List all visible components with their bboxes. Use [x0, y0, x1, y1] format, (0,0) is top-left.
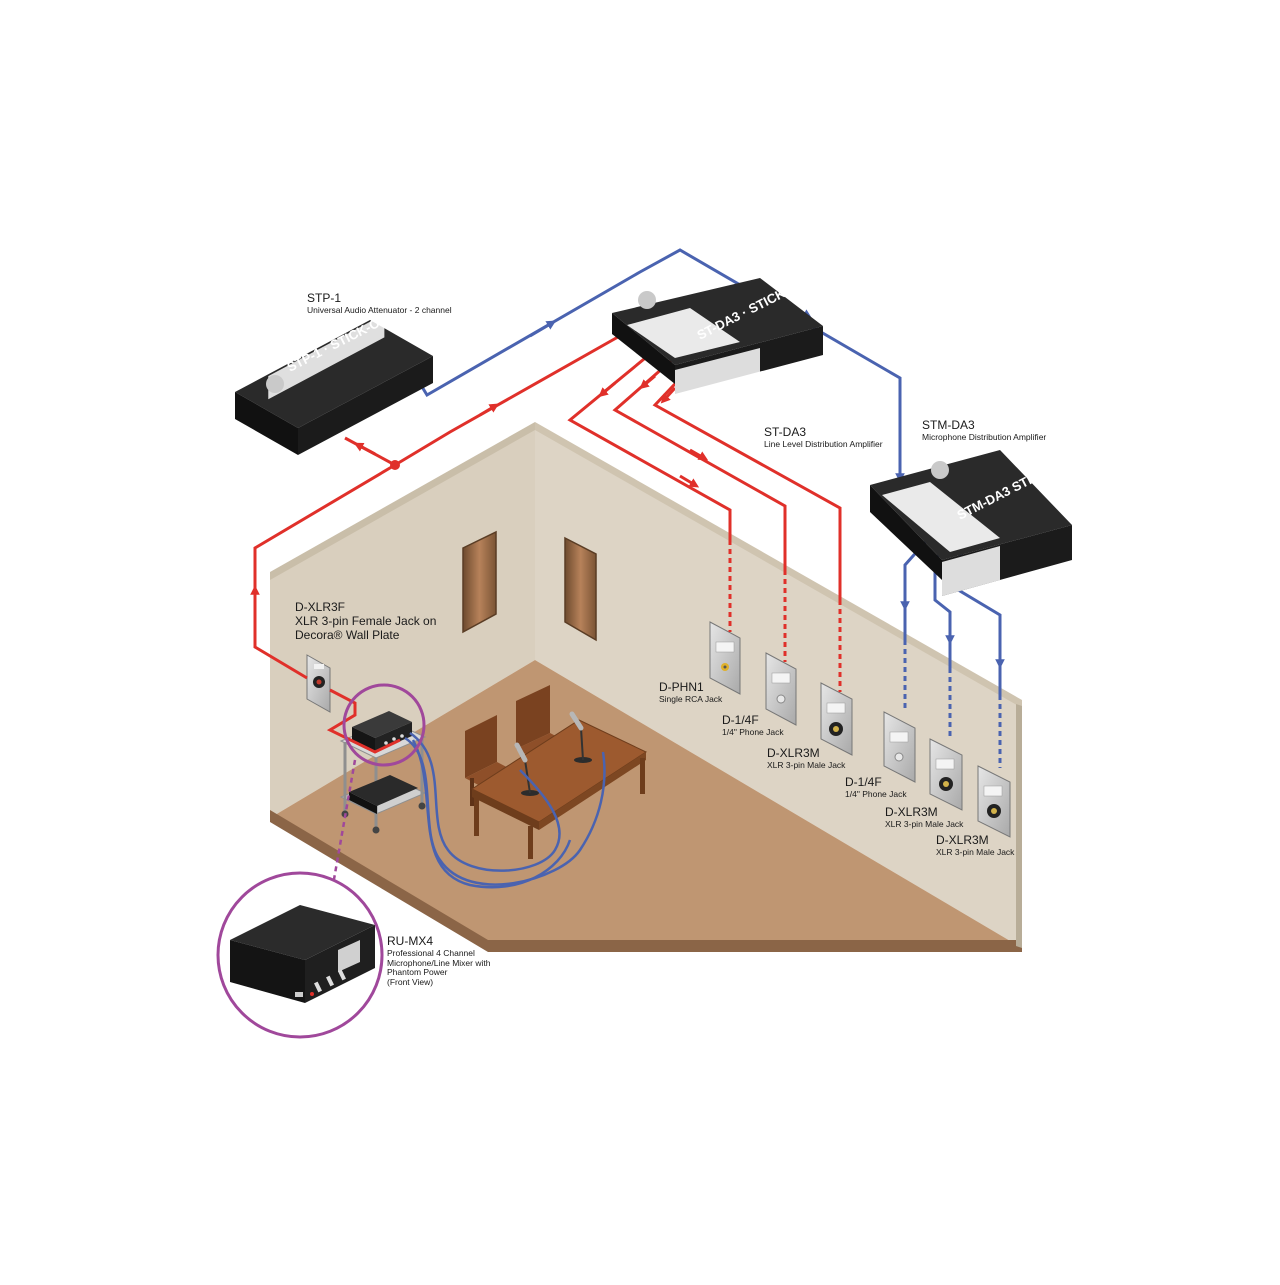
rumx4-description-line: (Front View)	[387, 977, 434, 988]
dxlr3m-a-model: D-XLR3M	[767, 746, 820, 760]
label-dxlr3m-b: D-XLR3M XLR 3-pin Male Jack	[885, 805, 964, 830]
signal-junction-dot	[390, 460, 400, 470]
dxlr3f-description-line: XLR 3-pin Female Jack on	[295, 613, 437, 628]
table-leg	[474, 796, 479, 836]
line-level-dashed-drops	[728, 540, 842, 692]
rumx4-description-line: Microphone/Line Mixer with	[387, 957, 491, 968]
dphn1-description: Single RCA Jack	[659, 693, 723, 704]
stda3-model: ST-DA3	[764, 425, 807, 439]
d14f-a-description: 1/4" Phone Jack	[722, 726, 784, 737]
wallplate-dxlr3m-a[interactable]	[820, 682, 853, 756]
wall-plates	[306, 621, 1011, 838]
wallplate-dxlr3m-b[interactable]	[929, 738, 963, 811]
dxlr3m-a-description: XLR 3-pin Male Jack	[767, 759, 846, 770]
label-dxlr3m-a: D-XLR3M XLR 3-pin Male Jack	[767, 746, 846, 771]
room-wall-top-left	[270, 422, 535, 580]
callout-dashed-connector	[331, 759, 357, 886]
rumx4-description-line: Professional 4 Channel	[387, 947, 475, 958]
dxlr3m-c-description: XLR 3-pin Male Jack	[936, 846, 1015, 857]
furniture	[339, 685, 648, 859]
mic-level-dashed-drops	[903, 640, 1002, 768]
wallplate-dxlr3m-c[interactable]	[977, 765, 1011, 838]
stda3-description: Line Level Distribution Amplifier	[764, 438, 883, 449]
av-cart	[339, 711, 427, 834]
wallplate-d14f-a[interactable]	[765, 652, 797, 726]
wallplate-dxlr3f[interactable]	[306, 654, 331, 713]
mic-cables	[404, 731, 606, 889]
d14f-b-model: D-1/4F	[845, 775, 882, 789]
dxlr3m-b-description: XLR 3-pin Male Jack	[885, 818, 964, 829]
table-edge-right	[539, 752, 646, 830]
dxlr3m-b-model: D-XLR3M	[885, 805, 938, 819]
cart-mixer-highlight-ring	[342, 683, 426, 767]
wallplate-d14f-b[interactable]	[883, 711, 916, 783]
label-rumx4: RU-MX4 Professional 4 Channel Microphone…	[387, 934, 491, 988]
d14f-a-model: D-1/4F	[722, 713, 759, 727]
device-rumx4[interactable]	[230, 905, 375, 1003]
stp1-model: STP-1	[307, 291, 342, 305]
dxlr3m-c-model: D-XLR3M	[936, 833, 989, 847]
label-dxlr3m-c: D-XLR3M XLR 3-pin Male Jack	[936, 833, 1015, 858]
label-stp1: STP-1 Universal Audio Attenuator - 2 cha…	[307, 291, 452, 316]
label-dxlr3f: D-XLR3F XLR 3-pin Female Jack on Decora®…	[295, 600, 437, 642]
door-left	[462, 530, 497, 634]
desk-microphone	[569, 711, 592, 763]
stp1-description: Universal Audio Attenuator - 2 channel	[307, 304, 452, 315]
stmda3-description: Microphone Distribution Amplifier	[922, 431, 1047, 442]
dphn1-model: D-PHN1	[659, 680, 704, 694]
dxlr3f-description-line: Decora® Wall Plate	[295, 627, 400, 642]
label-d14f-a: D-1/4F 1/4" Phone Jack	[722, 713, 784, 738]
door-right	[564, 536, 597, 642]
line-level-signal-paths	[250, 331, 842, 680]
table-leg	[528, 826, 533, 859]
table-leg	[640, 758, 645, 794]
room-wall-top-right	[535, 422, 1022, 708]
rumx4-description-line: Phantom Power	[387, 967, 448, 978]
d14f-b-description: 1/4" Phone Jack	[845, 788, 907, 799]
table-edge	[472, 789, 539, 830]
device-stp1[interactable]: STP-1 · STICK-ON	[235, 311, 433, 455]
device-stda3[interactable]: ST-DA3 · STICK-ON	[612, 275, 823, 402]
stmda3-model: STM-DA3	[922, 418, 975, 432]
room-wall-end	[1016, 704, 1022, 948]
room-left-wall	[270, 428, 535, 818]
wallplate-dphn1[interactable]	[709, 621, 741, 695]
rumx4-model: RU-MX4	[387, 934, 434, 948]
label-stmda3: STM-DA3 Microphone Distribution Amplifie…	[922, 418, 1047, 443]
label-dphn1: D-PHN1 Single RCA Jack	[659, 680, 723, 705]
label-stda3: ST-DA3 Line Level Distribution Amplifier	[764, 425, 883, 450]
label-d14f-b: D-1/4F 1/4" Phone Jack	[845, 775, 907, 800]
dxlr3f-model: D-XLR3F	[295, 600, 346, 614]
